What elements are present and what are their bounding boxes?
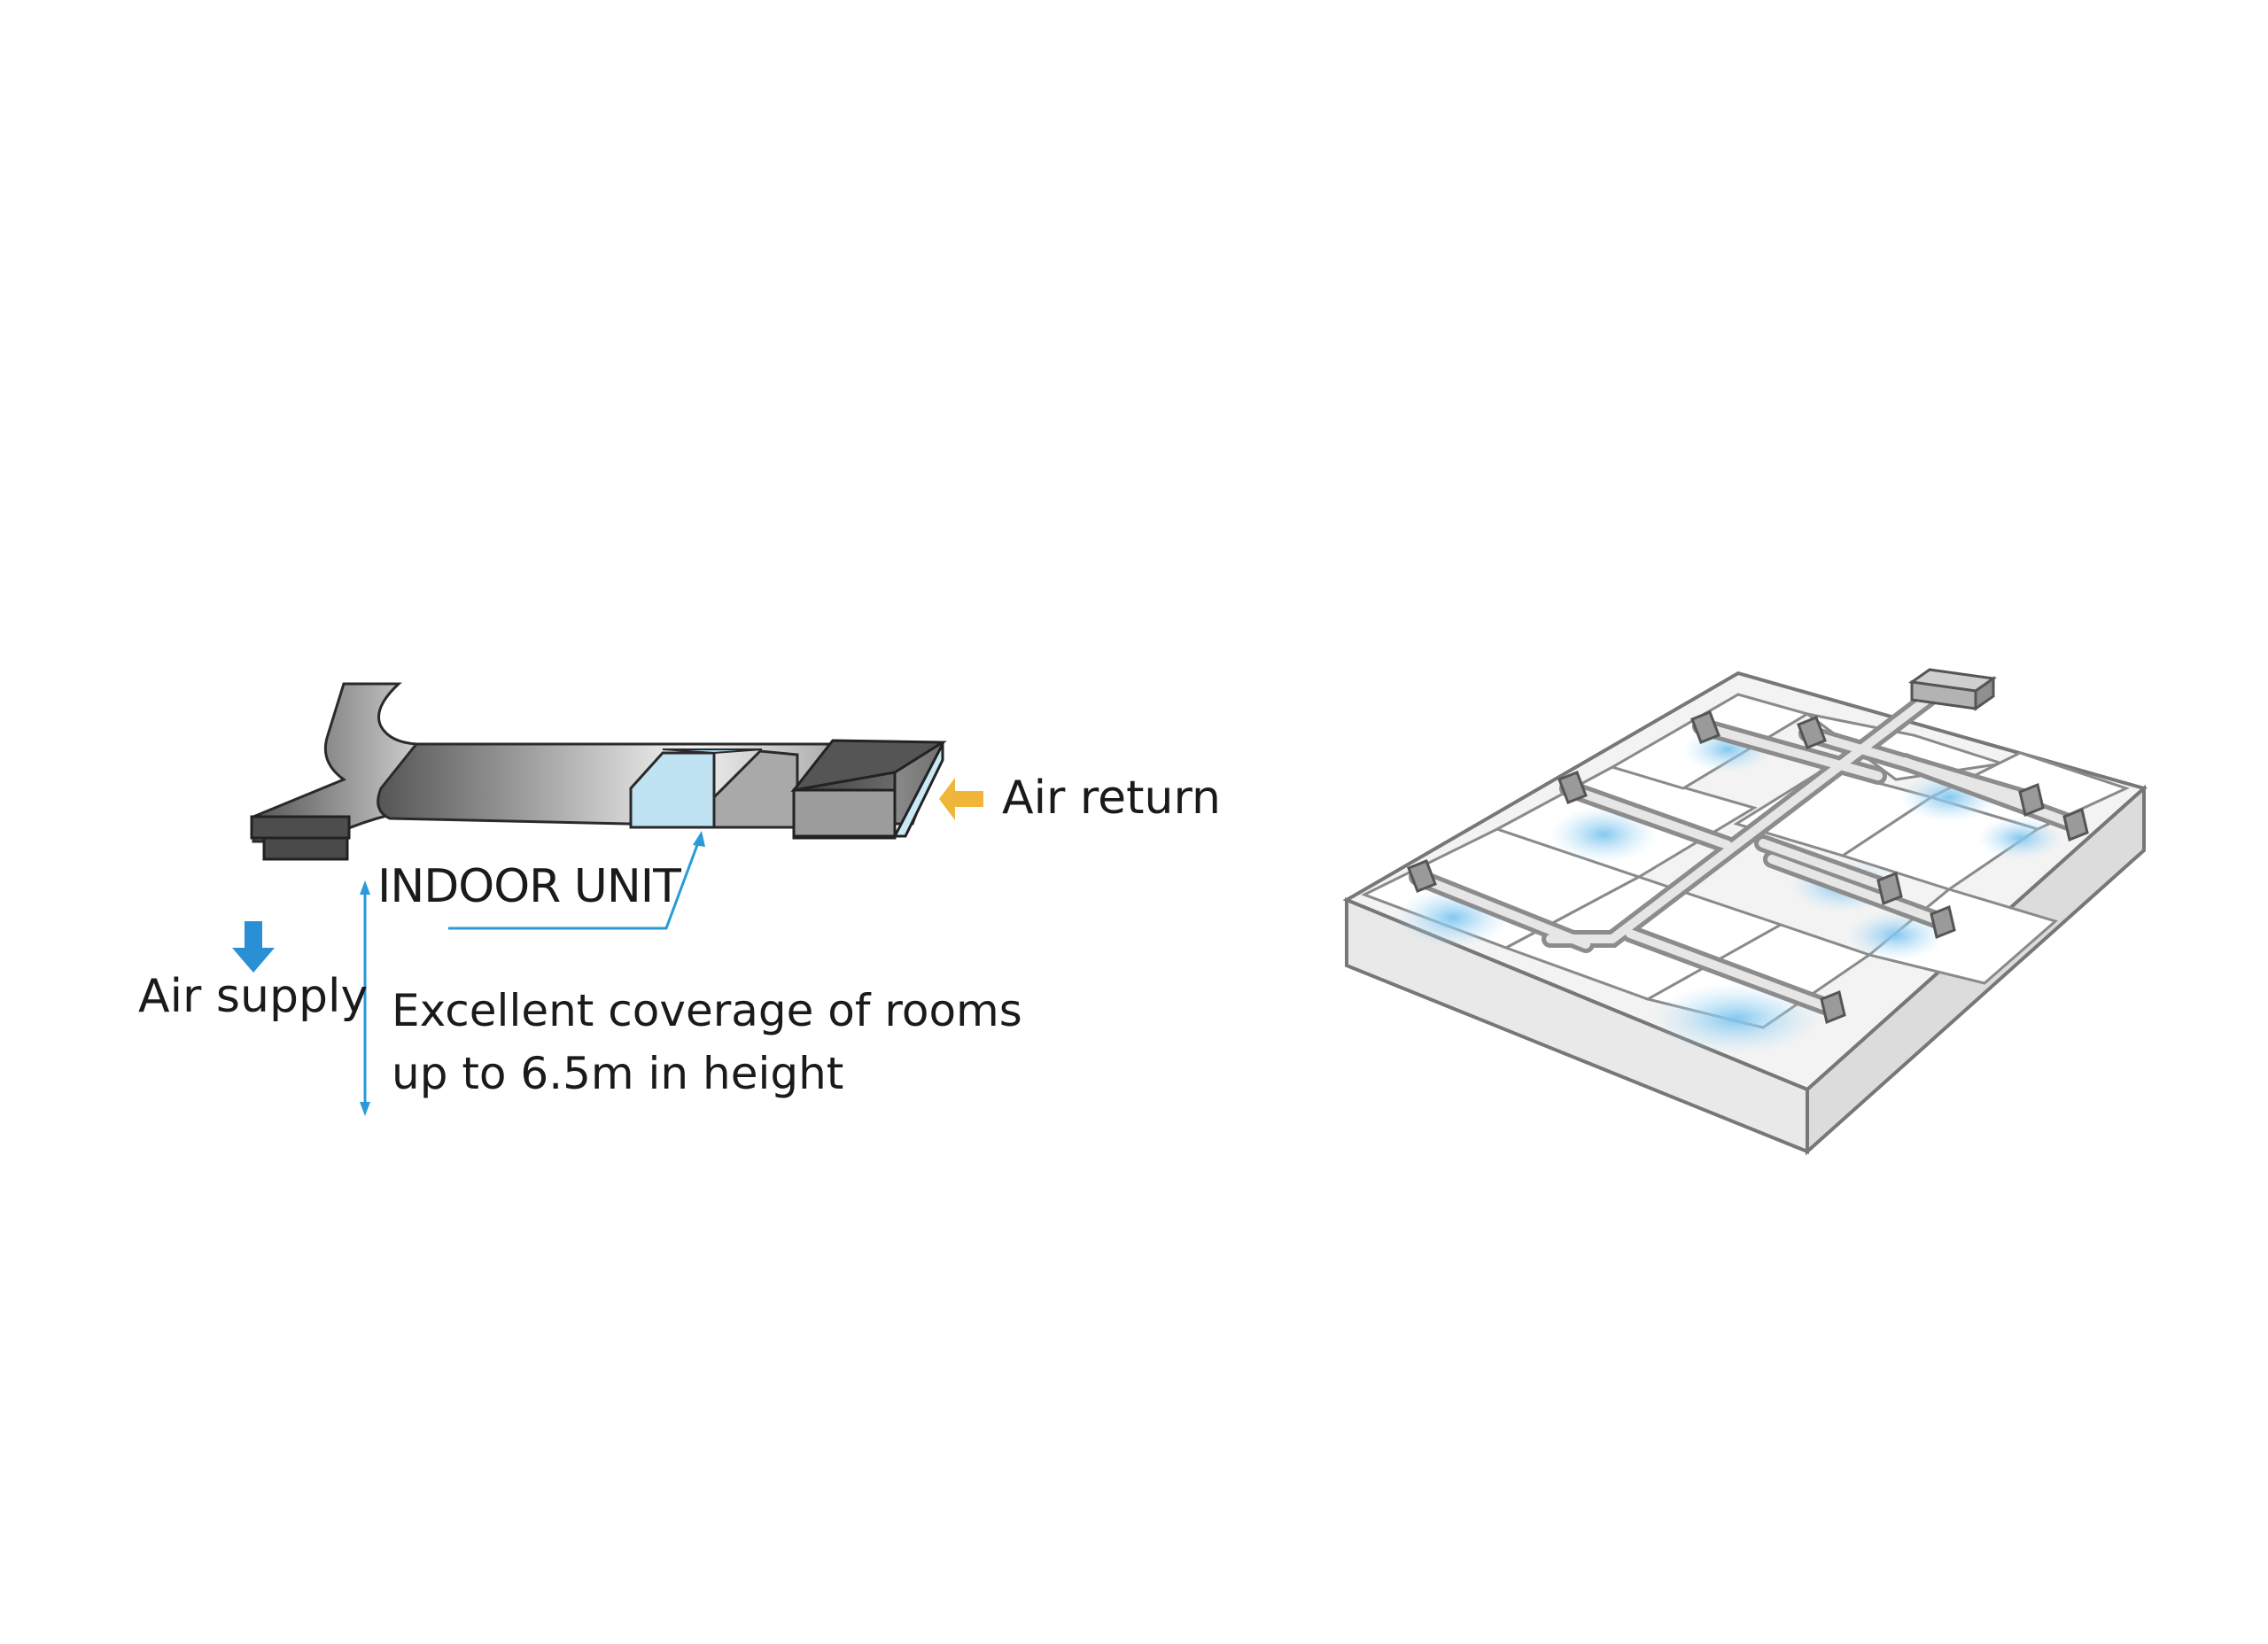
coverage-line-2: up to 6.5m in height — [392, 1048, 844, 1099]
air-return-arrow — [939, 778, 983, 820]
indoor-unit-box — [1908, 668, 1997, 711]
duct-mid-section — [712, 749, 799, 829]
return-box-top — [790, 739, 948, 793]
indoor-unit-top — [662, 748, 763, 755]
indoor-unit-label: INDOOR UNIT — [377, 860, 681, 913]
coverage-caption: Excellent coverage of rooms up to 6.5m i… — [392, 980, 1022, 1105]
outlet-box-bottom — [262, 836, 349, 861]
floor-plan-illustration — [1342, 668, 2148, 1156]
height-dimension-arrow — [360, 880, 370, 1116]
air-return-label: Air return — [1002, 772, 1221, 825]
coverage-line-1: Excellent coverage of rooms — [392, 985, 1022, 1036]
return-box-face — [792, 788, 897, 838]
return-grille — [892, 743, 944, 838]
outlet-box-top — [250, 815, 351, 840]
indoor-unit-leader — [448, 831, 705, 930]
air-supply-label: Air supply — [138, 970, 369, 1023]
indoor-unit-block — [629, 751, 716, 829]
supply-ducts-highlight — [1413, 692, 2078, 1011]
diffusers — [1407, 710, 2089, 1025]
air-supply-arrow — [232, 921, 275, 973]
duct-unit-illustration — [250, 682, 948, 861]
